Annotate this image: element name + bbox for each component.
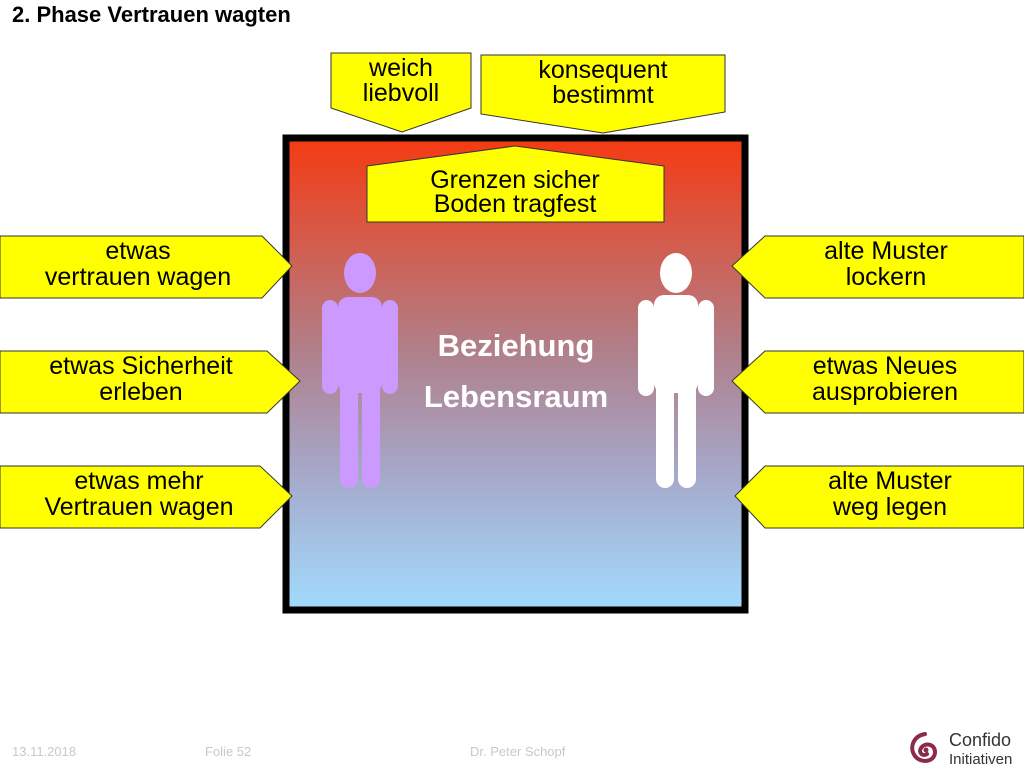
footer-author: Dr. Peter Schopf — [470, 744, 566, 759]
svg-text:lockern: lockern — [846, 263, 927, 291]
callout-left-1: etwas vertrauen wagen — [0, 235, 293, 299]
svg-text:bestimmt: bestimmt — [552, 81, 653, 109]
svg-text:Grenzen sicher: Grenzen sicher — [430, 166, 600, 194]
svg-text:Vertrauen wagen: Vertrauen wagen — [44, 493, 233, 521]
footer-date: 13.11.2018 — [12, 744, 77, 759]
svg-text:vertrauen wagen: vertrauen wagen — [45, 263, 231, 291]
svg-text:etwas Neues: etwas Neues — [813, 352, 958, 380]
footer-slide-number: Folie 52 — [205, 744, 252, 759]
svg-text:etwas Sicherheit: etwas Sicherheit — [49, 352, 232, 380]
callout-weich-liebvoll: weich liebvoll — [330, 52, 472, 133]
svg-text:erleben: erleben — [99, 378, 182, 406]
page-title: 2. Phase Vertrauen wagten — [12, 2, 291, 27]
svg-text:etwas: etwas — [105, 237, 170, 265]
callout-right-1: alte Muster lockern — [731, 235, 1024, 299]
center-label-lebensraum: Lebensraum — [424, 379, 608, 414]
svg-text:Initiativen: Initiativen — [949, 751, 1012, 768]
svg-text:weg legen: weg legen — [832, 493, 947, 521]
callout-right-2: etwas Neues ausprobieren — [731, 350, 1024, 414]
callout-left-3: etwas mehr Vertrauen wagen — [0, 465, 293, 529]
person-figure-right — [638, 253, 714, 488]
svg-text:alte Muster: alte Muster — [824, 237, 948, 265]
svg-text:alte Muster: alte Muster — [828, 467, 952, 495]
callout-konsequent-bestimmt: konsequent bestimmt — [480, 54, 726, 134]
svg-text:liebvoll: liebvoll — [363, 79, 439, 107]
svg-text:ausprobieren: ausprobieren — [812, 378, 958, 406]
svg-text:Confido: Confido — [949, 730, 1011, 750]
svg-text:konsequent: konsequent — [538, 56, 667, 84]
callout-right-3: alte Muster weg legen — [734, 465, 1024, 529]
callout-left-2: etwas Sicherheit erleben — [0, 350, 301, 414]
svg-text:etwas mehr: etwas mehr — [74, 467, 203, 495]
svg-text:weich: weich — [368, 54, 433, 82]
logo-swirl-icon: Confido Initiativen — [910, 730, 1012, 768]
center-label-beziehung: Beziehung — [438, 328, 595, 363]
callout-grenzen-boden: Grenzen sicher Boden tragfest — [366, 145, 665, 223]
confido-logo: Confido Initiativen — [905, 728, 1024, 768]
person-figure-left — [322, 253, 398, 488]
svg-text:Boden tragfest: Boden tragfest — [434, 190, 597, 218]
